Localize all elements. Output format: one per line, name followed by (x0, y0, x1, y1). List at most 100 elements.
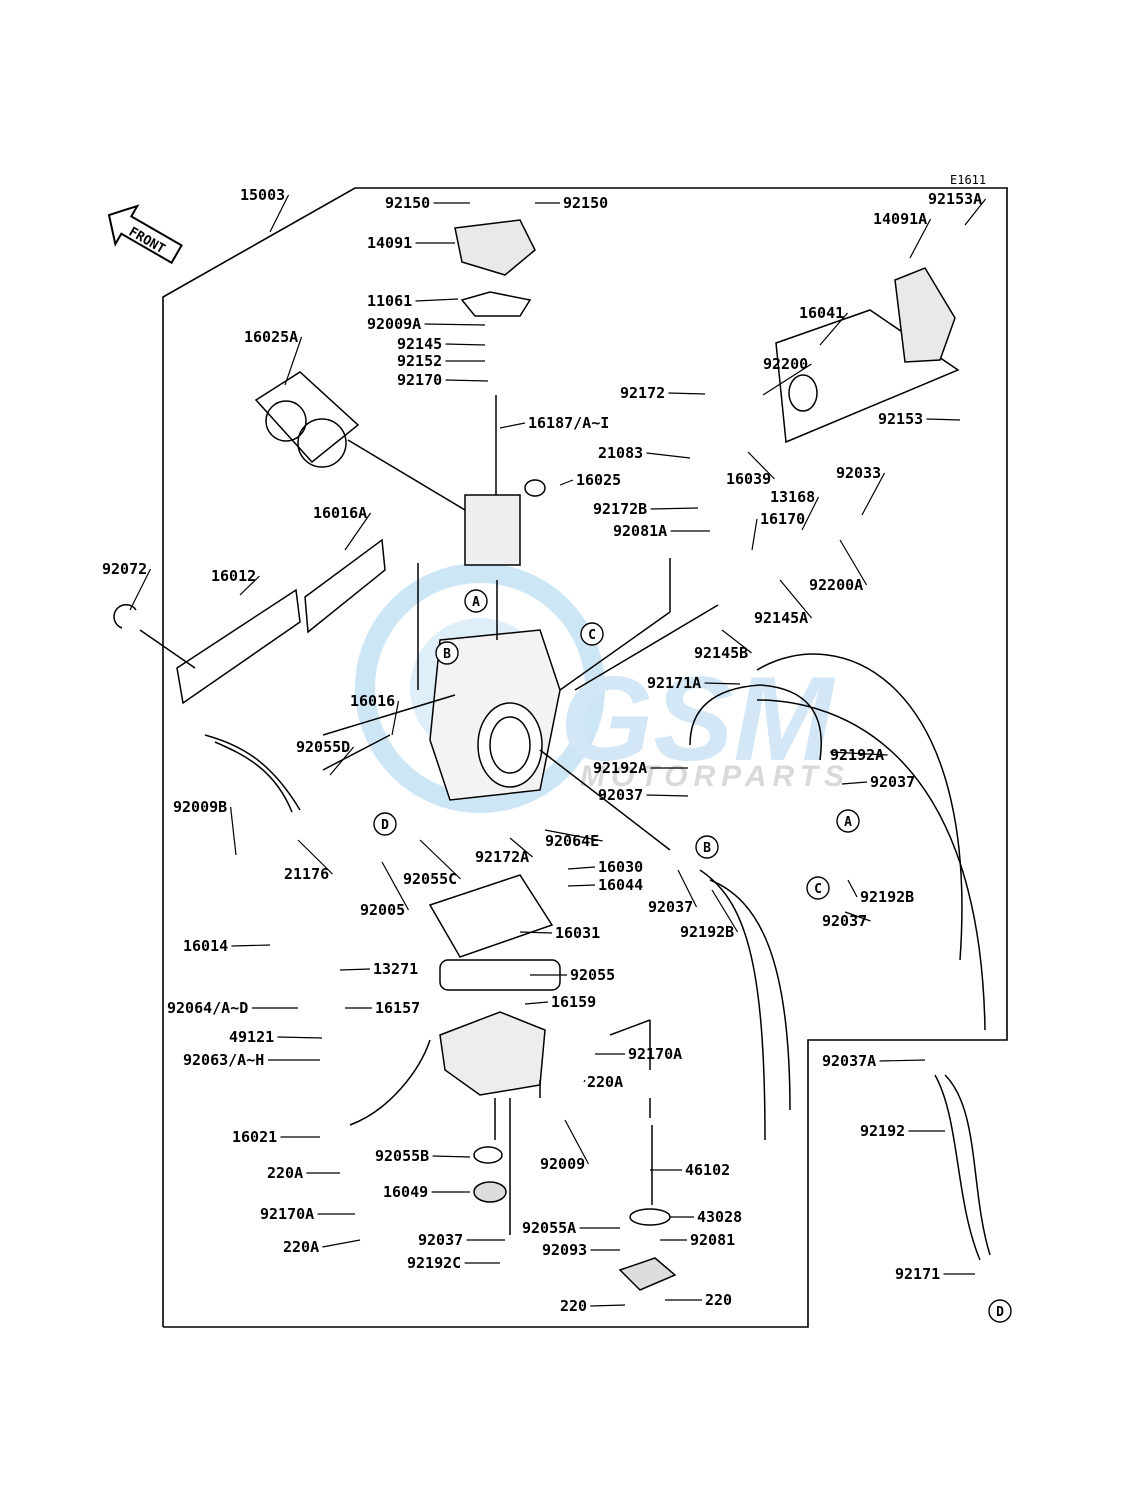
part-label: 92172 (620, 384, 665, 402)
watermark-brand: GSM (560, 652, 836, 786)
leader-line (646, 794, 689, 797)
leader-line (284, 336, 303, 386)
leader-line (381, 861, 410, 911)
leader-line (445, 379, 489, 382)
part-label: 92081A (613, 522, 667, 540)
part-label: 15003 (240, 186, 285, 204)
callout-a: A (836, 809, 860, 833)
leader-line (819, 312, 848, 346)
callout-markers: A B C D A B C D (373, 589, 1012, 1323)
part-label: 16025A (244, 328, 298, 346)
leader-line (711, 889, 739, 933)
part-label: 92150 (385, 194, 430, 212)
part-label: 16012 (211, 567, 256, 585)
leader-line (704, 682, 741, 685)
leader-line (432, 1155, 471, 1158)
leader-line (926, 418, 961, 421)
part-label: 92005 (360, 901, 405, 919)
part-label: 92172B (593, 500, 647, 518)
leader-line (269, 194, 290, 233)
part-label: 92037 (418, 1231, 463, 1249)
leader-line (751, 518, 758, 551)
part-label: 92145B (694, 644, 748, 662)
part-label: 92192B (680, 923, 734, 941)
leader-line (564, 1119, 590, 1165)
part-label: 13271 (373, 960, 418, 978)
callout-letter: B (703, 841, 711, 856)
leader-line (499, 422, 526, 429)
part-label: 16170 (760, 510, 805, 528)
frame (162, 187, 1008, 1328)
callout-c: C (806, 876, 830, 900)
part-label: 92064/A~D (167, 999, 248, 1017)
part-label: 92072 (102, 560, 147, 578)
leader-line (524, 1001, 549, 1005)
callout-d: D (373, 812, 397, 836)
leader-line (322, 1239, 361, 1248)
part-label: 92009B (173, 798, 227, 816)
leader-line (419, 839, 462, 880)
leader-line (129, 568, 152, 611)
part-label: 92172A (475, 848, 529, 866)
part-label: 92192 (860, 1122, 905, 1140)
part-label: 14091 (367, 234, 412, 252)
part-label: 92037 (870, 773, 915, 791)
callout-c: C (580, 622, 604, 646)
part-label: 92192C (407, 1254, 461, 1272)
callout-letter: D (381, 818, 389, 833)
part-label: 92037 (598, 786, 643, 804)
leader-line (344, 512, 372, 551)
leader-line (646, 452, 691, 459)
part-label: 92037A (822, 1052, 876, 1070)
part-label: 92153A (928, 190, 982, 208)
leader-line (668, 392, 706, 395)
part-label: 220 (705, 1291, 732, 1309)
leader-line (567, 884, 596, 887)
leader-line (415, 298, 459, 302)
part-label: 92093 (542, 1241, 587, 1259)
part-label: 92033 (836, 464, 881, 482)
leader-line (964, 198, 987, 226)
part-label: 16031 (555, 924, 600, 942)
part-label: 13168 (770, 488, 815, 506)
part-label: 220A (267, 1164, 303, 1182)
part-label: 21083 (598, 444, 643, 462)
leader-line (650, 507, 699, 510)
part-label: 16157 (375, 999, 420, 1017)
part-label: 16030 (598, 858, 643, 876)
callout-b: B (435, 641, 459, 665)
leader-line (909, 218, 932, 259)
part-label: 16025 (576, 471, 621, 489)
part-label: 46102 (685, 1161, 730, 1179)
part-label: 92037 (822, 912, 867, 930)
part-label: 16044 (598, 876, 643, 894)
callout-d: D (988, 1299, 1012, 1323)
leader-line (583, 1079, 586, 1083)
part-label: 92081 (690, 1231, 735, 1249)
leader-line (747, 451, 775, 480)
leader-line (230, 806, 237, 856)
part-label: 92055C (403, 870, 457, 888)
leader-line (861, 472, 886, 516)
part-label: 92170A (260, 1205, 314, 1223)
part-label: 16039 (726, 470, 771, 488)
part-label: 92200A (809, 576, 863, 594)
callout-letter: A (472, 595, 480, 610)
part-label: 92145 (397, 335, 442, 353)
leader-line (721, 629, 752, 654)
callout-letter: B (443, 647, 451, 662)
part-label: 16016 (350, 692, 395, 710)
part-label: 92009 (540, 1155, 585, 1173)
callout-letter: C (588, 628, 596, 643)
leader-line (762, 363, 812, 396)
part-label: 92055 (570, 966, 615, 984)
part-label: 92192A (593, 759, 647, 777)
part-label: 92145A (754, 609, 808, 627)
leader-line (445, 343, 486, 346)
part-label: 16021 (232, 1128, 277, 1146)
part-label: 92055D (296, 738, 350, 756)
leader-line (424, 323, 486, 326)
part-label: 92170 (397, 371, 442, 389)
part-label: 92192A (830, 746, 884, 764)
